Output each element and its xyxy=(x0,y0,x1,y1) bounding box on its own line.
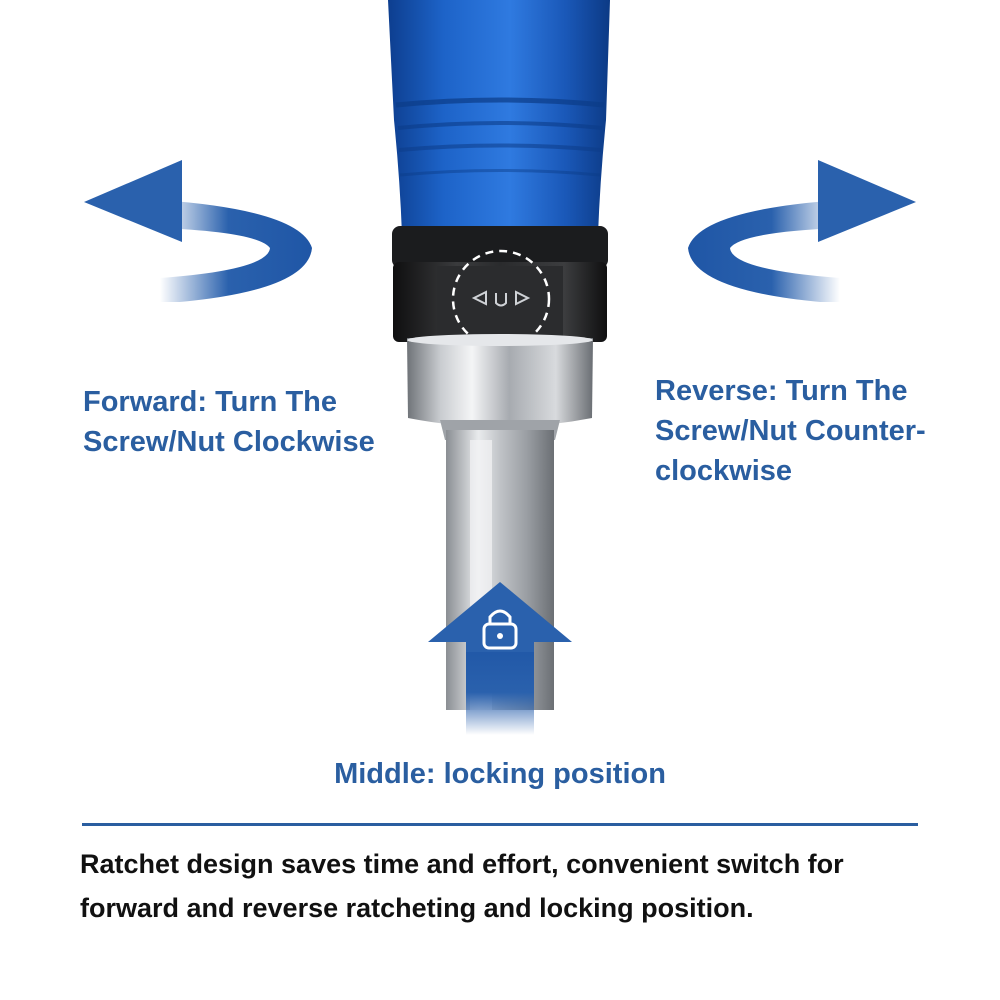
forward-label: Forward: Turn The Screw/Nut Clockwise xyxy=(83,386,375,458)
padlock-icon xyxy=(482,609,518,650)
curved-arrow-right-icon xyxy=(688,160,916,302)
divider-line xyxy=(82,823,918,826)
middle-label: Middle: locking position xyxy=(334,758,666,790)
direction-switch-collar xyxy=(393,249,607,349)
switch-right-arrow-icon xyxy=(515,290,531,306)
curved-arrow-left-icon xyxy=(84,160,312,302)
switch-lock-mark-icon xyxy=(495,293,507,307)
feature-description: Ratchet design saves time and effort, co… xyxy=(80,849,844,923)
chrome-socket xyxy=(407,334,593,440)
reverse-label: Reverse: Turn The Screw/Nut Counter- clo… xyxy=(655,375,926,487)
screwdriver-handle xyxy=(388,0,610,268)
switch-left-arrow-icon xyxy=(471,290,487,306)
